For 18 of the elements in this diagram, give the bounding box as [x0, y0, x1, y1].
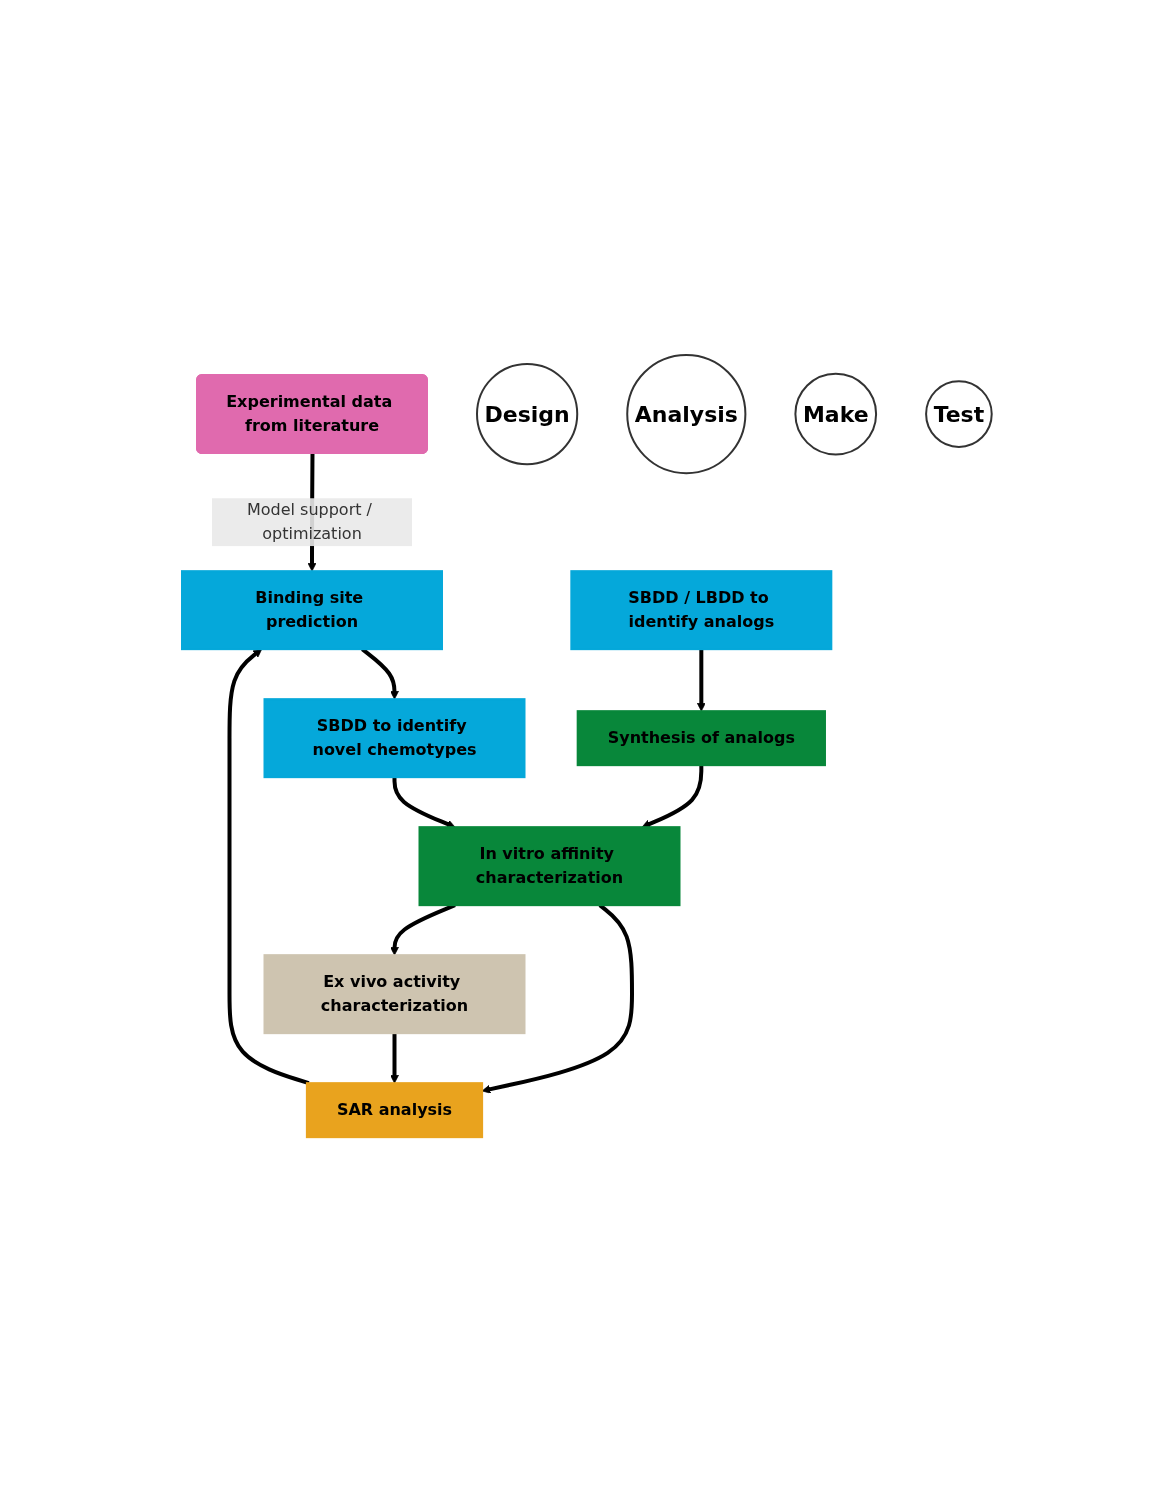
- arrow: [392, 777, 456, 829]
- arrow: [361, 648, 400, 700]
- node-box: Ex vivo activity characterization: [263, 954, 526, 1035]
- node-box: Binding site prediction: [181, 570, 444, 651]
- node-box: Synthesis of analogs: [576, 710, 827, 767]
- arrow: [227, 649, 310, 1086]
- arrow: [697, 649, 706, 712]
- node-circle: Design: [476, 363, 579, 466]
- node-box: SAR analysis: [306, 1082, 484, 1139]
- node-box: SBDD to identify novel chemotypes: [263, 698, 526, 779]
- node-circle: Make: [794, 373, 878, 456]
- node-circle: Test: [925, 380, 993, 449]
- node-box: In vitro affinity characterization: [418, 826, 681, 907]
- node-box: SBDD / LBDD to identify analogs: [570, 570, 833, 651]
- node-circle: Analysis: [626, 354, 747, 475]
- edge-label: Model support / optimization: [247, 500, 373, 544]
- arrow: [390, 1033, 400, 1084]
- arrow: [641, 765, 704, 829]
